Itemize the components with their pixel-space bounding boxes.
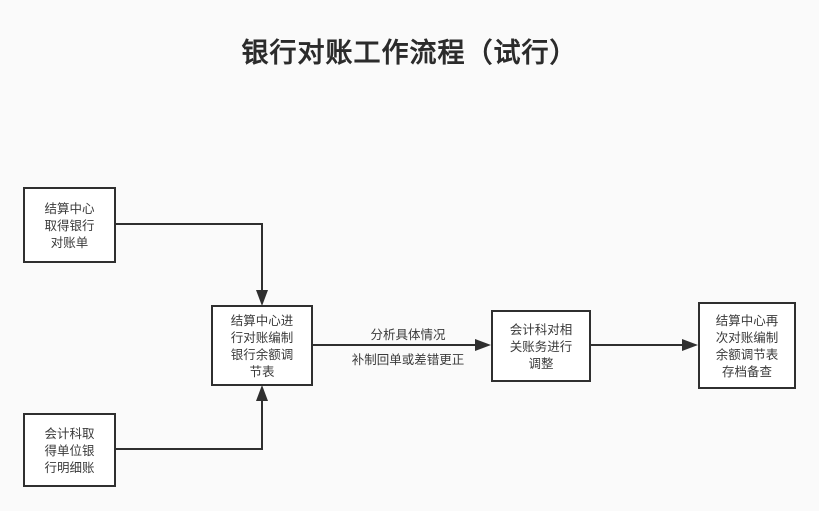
node-label: 结算中心 取得银行 对账单 bbox=[44, 200, 95, 250]
node-settlement-center-obtains-bank-statement[interactable]: 结算中心 取得银行 对账单 bbox=[23, 187, 116, 263]
arrow-head-icon bbox=[256, 385, 268, 401]
arrow-head-icon bbox=[682, 339, 698, 351]
arrow-head-icon bbox=[256, 290, 268, 306]
edge-label-analyze-situation: 分析具体情况 bbox=[370, 327, 446, 342]
page-title: 银行对账工作流程（试行） bbox=[241, 38, 578, 69]
node-label: 会计科对相 关账务进行 调整 bbox=[509, 321, 573, 371]
edge-reconcile-to-adjust bbox=[313, 339, 491, 351]
node-label: 结算中心进 行对账编制 银行余额调 节表 bbox=[230, 312, 294, 379]
node-settlement-center-prepares-balance-reconciliation[interactable]: 结算中心进 行对账编制 银行余额调 节表 bbox=[211, 305, 313, 386]
edge-adjust-to-archive bbox=[591, 339, 698, 351]
edge-bank-to-reconcile bbox=[116, 223, 268, 306]
node-accounting-dept-obtains-unit-bank-ledger[interactable]: 会计科取 得单位银 行明细账 bbox=[23, 413, 116, 487]
node-settlement-center-rechecks-and-archives[interactable]: 结算中心再 次对账编制 余额调节表 存档备查 bbox=[698, 302, 796, 389]
edge-label-reissue-or-correct: 补制回单或差错更正 bbox=[351, 352, 465, 367]
node-label: 结算中心再 次对账编制 余额调节表 存档备查 bbox=[715, 312, 779, 379]
arrow-head-icon bbox=[475, 339, 491, 351]
edge-ledger-to-reconcile bbox=[116, 385, 268, 450]
node-label: 会计科取 得单位银 行明细账 bbox=[44, 425, 95, 475]
node-accounting-dept-adjusts-accounts[interactable]: 会计科对相 关账务进行 调整 bbox=[491, 310, 591, 382]
